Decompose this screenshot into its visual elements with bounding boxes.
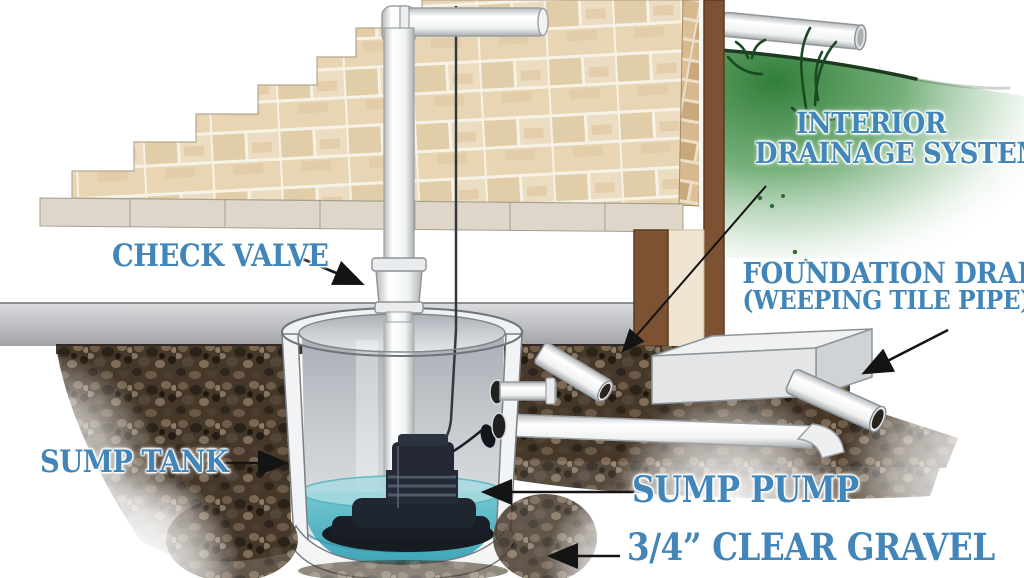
vertical-discharge-pipe — [383, 27, 415, 263]
brick-wall-corner-face — [678, 0, 703, 207]
interior-drain-pipe — [499, 342, 614, 405]
label-sump-pump: SUMP PUMP — [632, 469, 859, 511]
pipe-open-end — [871, 409, 884, 429]
label-check-valve: CHECK VALVE — [112, 238, 329, 274]
label-clear-gravel: 3/4” CLEAR GRAVEL — [627, 525, 995, 569]
interior-drainage-arrow — [621, 185, 767, 354]
corner-stud — [703, 0, 725, 345]
discharge-riser — [371, 5, 549, 323]
sump-pump-unit — [322, 424, 496, 552]
pipe-elbow — [796, 423, 845, 459]
brick-wall-front-face — [71, 0, 689, 205]
label-sump-tank: SUMP TANK — [40, 444, 229, 480]
grass-hill — [718, 48, 1024, 258]
grass-blades — [726, 26, 838, 264]
check-valve-arrow — [297, 255, 365, 286]
label-interior-drainage-system: INTERIOR DRAINAGE SYSTEM — [754, 106, 1024, 171]
label-line: FOUNDATION DRAIN — [742, 256, 1024, 290]
sill-stud — [633, 229, 669, 347]
exterior-discharge-pipe — [720, 11, 867, 51]
wall-studs — [633, 0, 725, 349]
brick-wall — [39, 0, 705, 233]
label-foundation-drain: FOUNDATION DRAIN (WEEPING TILE PIPE) — [742, 256, 1024, 317]
wall-base-course — [39, 197, 684, 233]
leader-arrows — [206, 185, 949, 569]
wall-corner-highlight — [699, 0, 705, 210]
label-line: DRAINAGE SYSTEM — [754, 136, 1024, 171]
footing — [651, 327, 873, 405]
weeping-tile-run-pipe — [503, 413, 845, 459]
foundation-drain-pipe — [785, 368, 887, 433]
check-valve — [371, 257, 427, 323]
horizontal-discharge-pipe — [407, 7, 545, 37]
label-line: (WEEPING TILE PIPE) — [742, 286, 1024, 317]
label-line: INTERIOR — [795, 106, 947, 140]
tank-inlet-hole-lower — [491, 412, 507, 440]
foundation-drain-arrow — [861, 328, 949, 375]
